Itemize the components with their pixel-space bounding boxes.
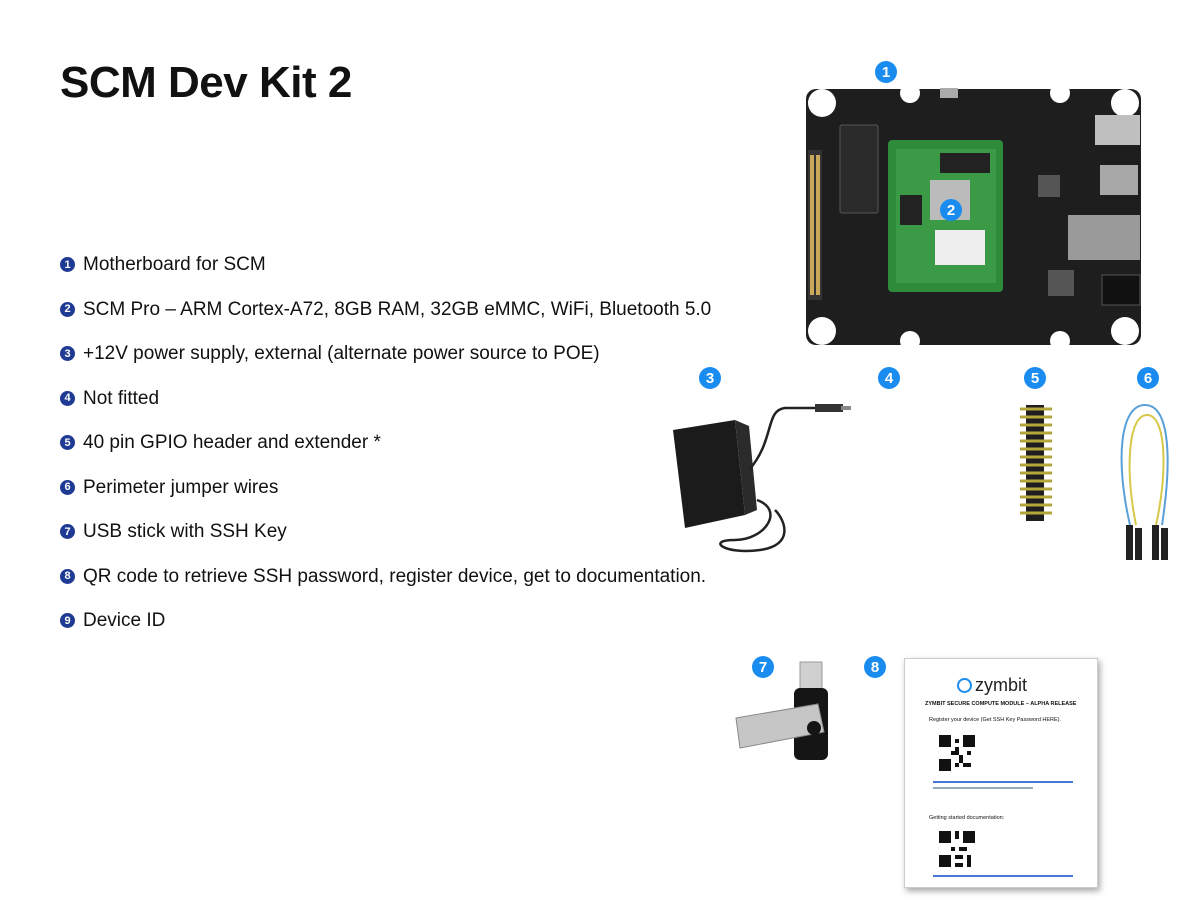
zymbit-logo: zymbit	[957, 675, 1027, 696]
item-text: Device ID	[83, 610, 166, 631]
list-item: 8 QR code to retrieve SSH password, regis…	[60, 566, 711, 611]
docs-link-line	[933, 875, 1073, 877]
list-item: 3 +12V power supply, external (alternate …	[60, 343, 711, 388]
list-item: 6 Perimeter jumper wires	[60, 477, 711, 522]
power-supply-image	[673, 404, 851, 553]
badge-2: 2	[940, 199, 962, 221]
number-bullet: 9	[60, 613, 75, 628]
item-text: Motherboard for SCM	[83, 254, 266, 275]
badge-1: 1	[875, 61, 897, 83]
list-item: 2 SCM Pro – ARM Cortex-A72, 8GB RAM, 32GB…	[60, 299, 711, 344]
qr-code-docs	[939, 831, 975, 867]
item-text: QR code to retrieve SSH password, regist…	[83, 565, 707, 587]
register-link-line	[933, 781, 1073, 783]
badge-6: 6	[1137, 367, 1159, 389]
badge-5: 5	[1024, 367, 1046, 389]
gpio-header-image	[1020, 405, 1052, 521]
brand-name: zymbit	[975, 675, 1028, 695]
item-text: 40 pin GPIO header and extender *	[83, 432, 381, 453]
list-item: 1 Motherboard for SCM	[60, 254, 711, 299]
motherboard-image	[806, 85, 1141, 350]
badge-8: 8	[864, 656, 886, 678]
documentation-text: Getting started documentation:	[929, 815, 1005, 821]
component-list: 1 Motherboard for SCM 2 SCM Pro – ARM Cort…	[60, 254, 711, 655]
register-text: Register your device (Get SSH Key Passwo…	[929, 717, 1062, 723]
item-text: +12V power supply, external (alternate p…	[83, 343, 600, 364]
number-bullet: 7	[60, 524, 75, 539]
qr-document: zymbit ZYMBIT SECURE COMPUTE MODULE – AL…	[904, 658, 1098, 888]
badge-7: 7	[752, 656, 774, 678]
page-title: SCM Dev Kit 2	[60, 58, 352, 107]
item-text: USB stick with SSH Key	[83, 521, 287, 542]
number-bullet: 6	[60, 479, 75, 495]
item-text: SCM Pro – ARM Cortex-A72, 8GB RAM, 32GB …	[83, 298, 712, 320]
number-bullet: 2	[60, 301, 75, 317]
number-bullet: 5	[60, 435, 75, 450]
number-bullet: 8	[60, 568, 75, 584]
item-text: Perimeter jumper wires	[83, 476, 279, 498]
document-heading: ZYMBIT SECURE COMPUTE MODULE – ALPHA REL…	[925, 701, 1077, 707]
list-item: 9 Device ID	[60, 610, 711, 655]
list-item: 4 Not fitted	[60, 388, 711, 433]
number-bullet: 4	[60, 390, 75, 406]
usb-stick-image	[735, 661, 828, 760]
jumper-wires-image	[1120, 403, 1169, 560]
number-bullet: 3	[60, 346, 75, 361]
item-text: Not fitted	[83, 387, 160, 409]
zymbit-logo-icon	[957, 678, 972, 693]
register-link-line-2	[933, 787, 1033, 789]
number-bullet: 1	[60, 257, 75, 272]
badge-3: 3	[699, 367, 721, 389]
list-item: 7 USB stick with SSH Key	[60, 521, 711, 566]
qr-code-register	[939, 735, 975, 771]
badge-4: 4	[878, 367, 900, 389]
list-item: 5 40 pin GPIO header and extender *	[60, 432, 711, 477]
